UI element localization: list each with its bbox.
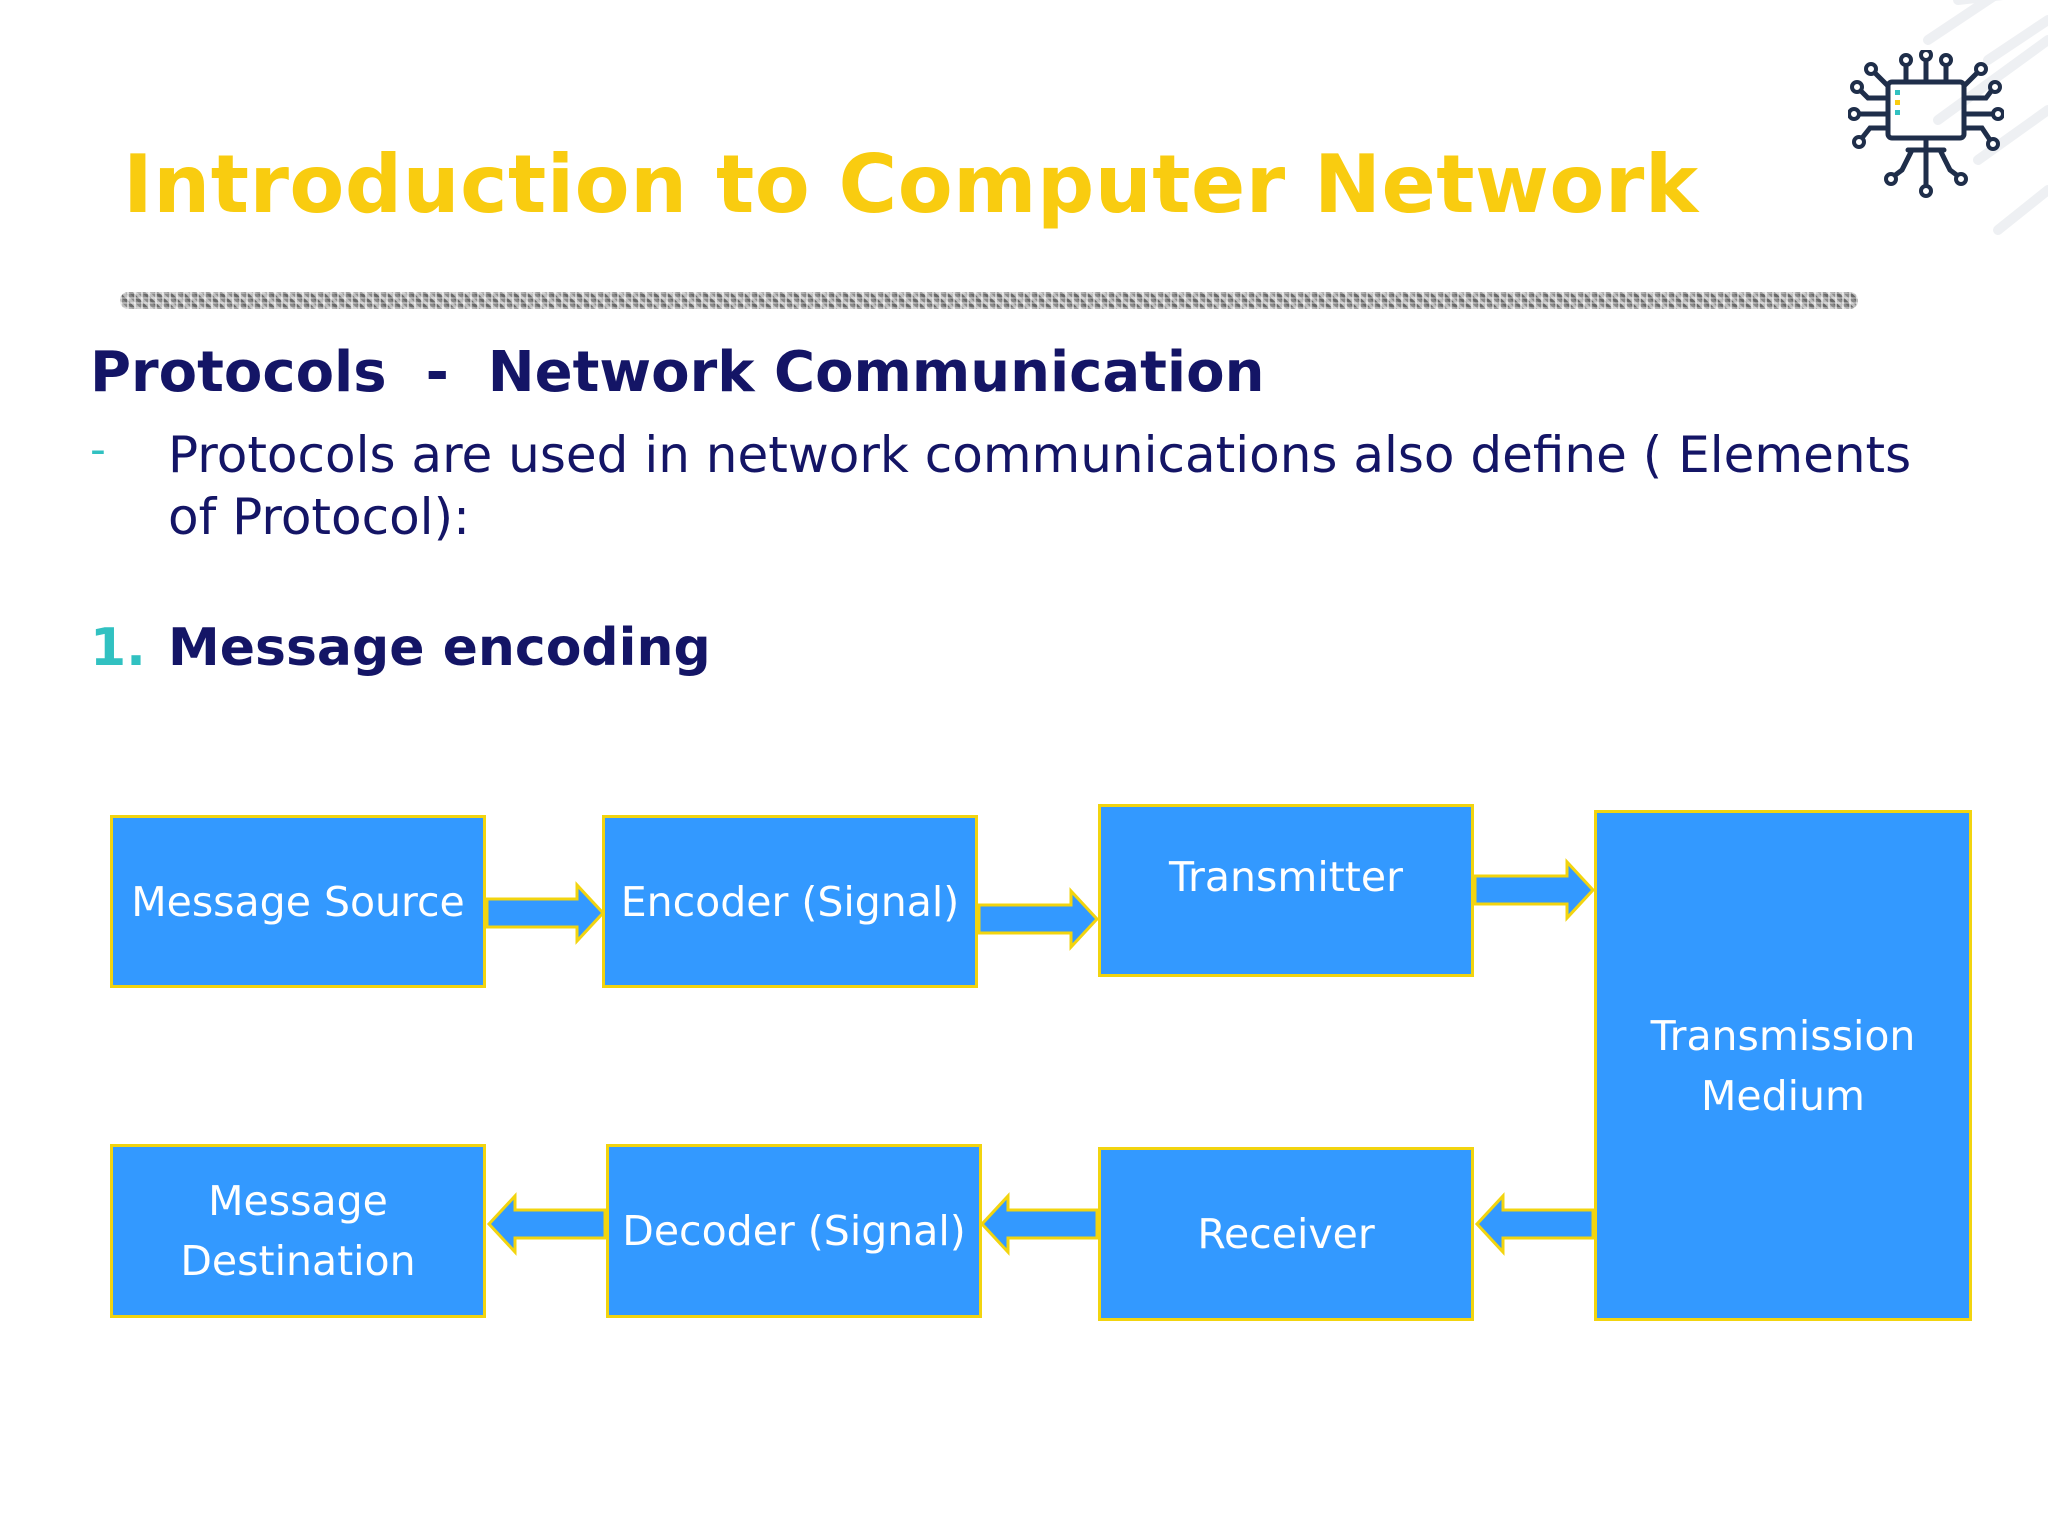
arrow-encoder-to-transmitter [977,887,1100,951]
arrow-source-to-encoder [485,881,606,945]
circuit-monitor-icon [1848,50,2004,198]
arrow-medium-to-receiver [1474,1192,1595,1256]
node-encoder: Encoder (Signal) [602,815,978,988]
node-label-line-2: Medium [1701,1071,1865,1120]
section-heading: Protocols - Network Communication [90,340,1265,405]
slide-title: Introduction to Computer Network [123,138,1699,231]
node-decoder: Decoder (Signal) [606,1144,982,1318]
bullet-text: Protocols are used in network communicat… [168,426,1912,546]
node-label-line-1: Message [208,1177,388,1225]
list-number: 1. [90,618,146,678]
node-label-line-1: Transmission [1650,1011,1916,1060]
node-label: Transmitter [1169,853,1403,901]
arrow-transmitter-to-medium [1473,858,1596,922]
node-label: Decoder (Signal) [622,1207,966,1255]
node-message-destination: Message Destination [110,1144,486,1318]
arrow-decoder-to-destination [486,1192,607,1256]
node-label: Message Source [131,877,465,926]
node-label: Encoder (Signal) [620,877,960,926]
corner-decoration [1923,0,2048,235]
arrow-receiver-to-decoder [979,1192,1099,1256]
bullet-marker: - [90,424,106,475]
node-transmission-medium: Transmission Medium [1594,810,1972,1321]
title-divider [120,292,1858,309]
node-label: Receiver [1197,1210,1375,1258]
node-receiver: Receiver [1098,1147,1474,1321]
list-item-message-encoding: Message encoding [168,618,711,678]
node-message-source: Message Source [110,815,486,988]
node-transmitter: Transmitter [1098,804,1474,977]
node-label-line-2: Destination [180,1237,416,1285]
